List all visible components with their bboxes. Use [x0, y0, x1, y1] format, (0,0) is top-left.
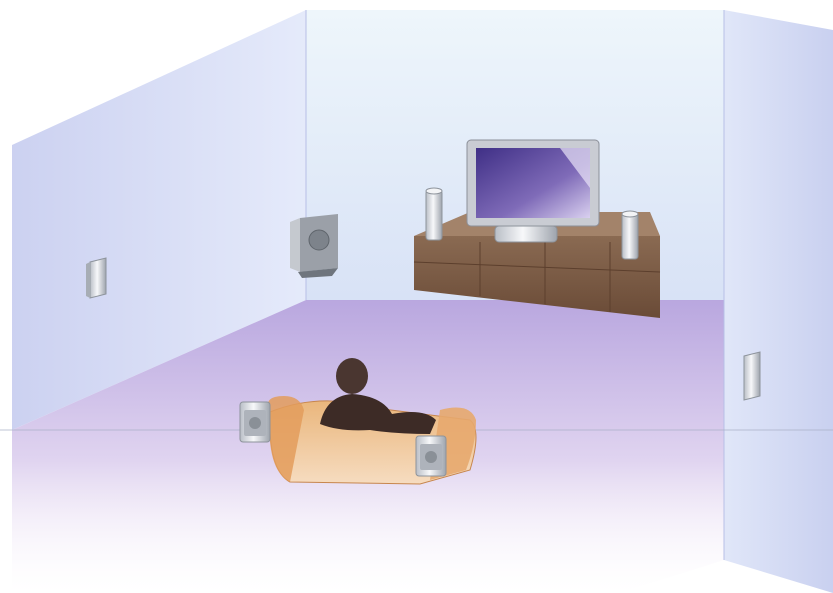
surround-back-left-speaker-icon: [240, 402, 270, 442]
right-wall: [724, 10, 833, 593]
room: [0, 10, 833, 593]
center-speaker-icon: [495, 226, 557, 242]
surround-left-speaker-icon: [86, 258, 106, 298]
flat-panel-tv: [467, 140, 599, 232]
front-left-speaker-icon: [426, 188, 442, 240]
surround-back-right-speaker-icon: [416, 436, 446, 476]
surround-right-speaker-icon: [744, 352, 760, 400]
subwoofer-icon: [290, 214, 338, 278]
front-right-speaker-icon: [622, 211, 638, 259]
